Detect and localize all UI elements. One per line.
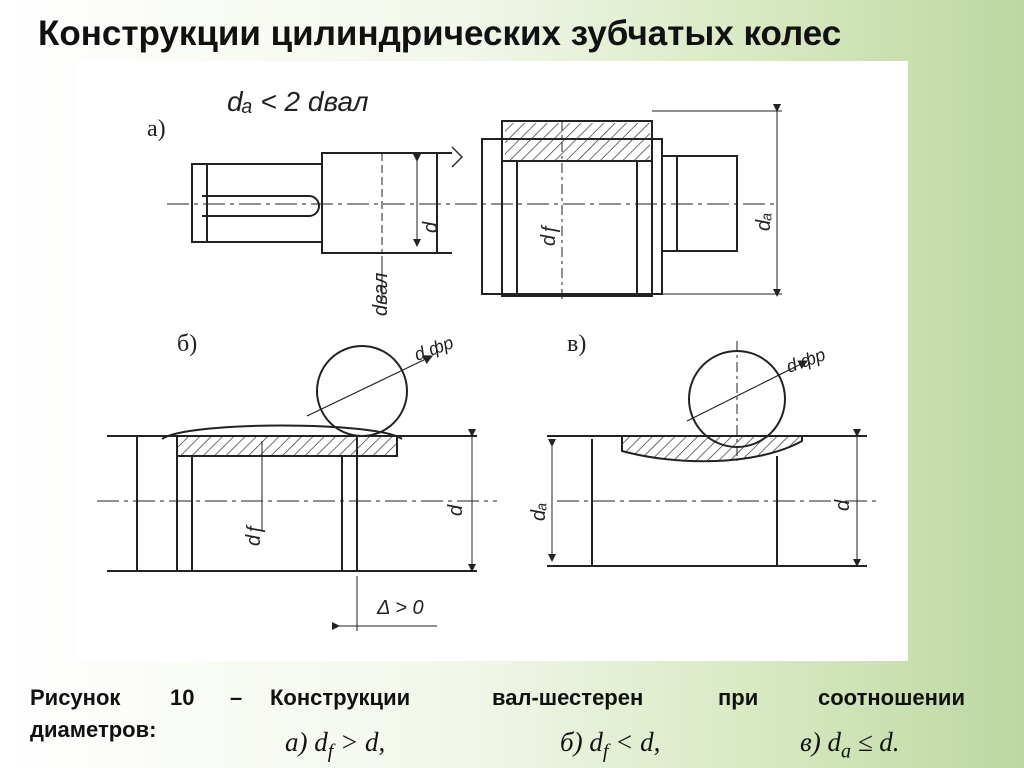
- caption-word-figure: Рисунок: [30, 685, 121, 710]
- caption-figure-number: 10: [170, 685, 195, 710]
- formula-v: в) da ≤ d.: [800, 727, 900, 763]
- caption-line-1: Рисунок 10 – Конструкции вал-шестерен пр…: [30, 685, 1015, 715]
- caption-word-at: при: [718, 685, 759, 710]
- variant-b-delta-label: Δ > 0: [376, 597, 424, 619]
- variant-a-df-label: dƒ: [538, 224, 560, 246]
- variant-b-drawing: [97, 345, 497, 631]
- variant-v-dfr-label: d фр: [784, 344, 828, 376]
- variant-a-label: а): [147, 116, 166, 142]
- drawing-canvas: а) dₐ < 2 dвал d dвал dƒ dₐ: [97, 86, 877, 631]
- technical-drawing: а) dₐ < 2 dвал d dвал dƒ dₐ: [77, 61, 908, 661]
- variant-a-dval-label: dвал: [370, 273, 392, 316]
- variant-b-label: б): [177, 331, 197, 357]
- variant-a-d-label: d: [420, 221, 442, 233]
- variant-v-d-label: d: [832, 499, 854, 511]
- variant-b-d-label: d: [445, 504, 467, 516]
- formula-b: б) df < d,: [560, 727, 661, 763]
- caption-line-2: диаметров: а) df > d, б) df < d, в) da ≤…: [30, 717, 1015, 765]
- variant-a-drawing: [167, 104, 782, 301]
- caption-dash: –: [230, 685, 243, 710]
- variant-v-drawing: [547, 341, 877, 567]
- variant-v-label: в): [567, 331, 586, 357]
- variant-v-da-label: dₐ: [528, 503, 550, 521]
- variant-b-dfr-label: d фр: [412, 332, 456, 364]
- slide-title: Конструкции цилиндрических зубчатых коле…: [38, 14, 842, 53]
- caption-word-diameters: диаметров:: [30, 717, 157, 742]
- variant-a-condition: dₐ < 2 dвал: [227, 86, 369, 117]
- caption-word-shaft-gears: вал-шестерен: [492, 685, 644, 710]
- caption-word-constructions: Конструкции: [270, 685, 411, 710]
- formula-a: а) df > d,: [285, 727, 386, 763]
- variant-a-da-label: dₐ: [753, 213, 775, 231]
- variant-b-df-label: dƒ: [243, 524, 265, 546]
- caption-word-ratio: соотношении: [818, 685, 965, 710]
